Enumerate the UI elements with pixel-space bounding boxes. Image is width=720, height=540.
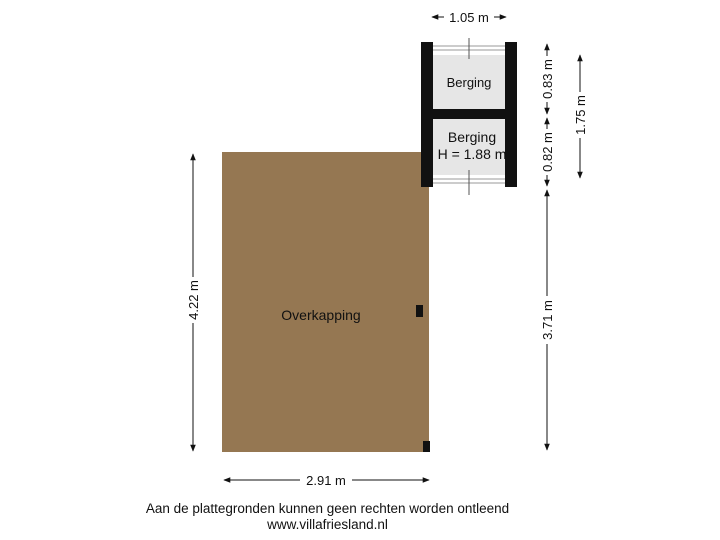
room-label-berging-top: Berging <box>447 75 492 90</box>
svg-text:0.83 m: 0.83 m <box>540 59 555 99</box>
berging-bottom-room <box>433 119 505 175</box>
dimension-berging-bottom-height: 0.82 m <box>539 117 555 187</box>
website-text: www.villafriesland.nl <box>267 517 388 532</box>
dimension-berging-top-height: 0.83 m <box>539 43 555 115</box>
post-marker <box>416 305 423 317</box>
dimension-berging-total-height: 1.75 m <box>572 54 588 179</box>
overkapping-area <box>222 152 429 452</box>
svg-text:1.75 m: 1.75 m <box>573 95 588 135</box>
room-height-label: H = 1.88 m <box>438 146 507 162</box>
room-label-berging-bottom: Berging <box>448 129 496 145</box>
post-marker <box>423 441 430 452</box>
disclaimer-text: Aan de plattegronden kunnen geen rechten… <box>145 501 510 516</box>
svg-text:2.91 m: 2.91 m <box>306 473 346 488</box>
svg-text:4.22 m: 4.22 m <box>186 280 201 320</box>
svg-text:0.82 m: 0.82 m <box>540 132 555 172</box>
dimension-overkapping-height: 4.22 m <box>185 153 201 452</box>
dimension-overkapping-width: 2.91 m <box>223 472 430 488</box>
berging-building <box>421 38 517 195</box>
svg-text:3.71 m: 3.71 m <box>540 300 555 340</box>
dimension-top-width: 1.05 m <box>431 9 507 25</box>
dimension-right-lower-height: 3.71 m <box>539 189 555 451</box>
room-label-overkapping: Overkapping <box>281 307 360 323</box>
svg-text:1.05 m: 1.05 m <box>449 10 489 25</box>
berging-top-room <box>433 55 505 109</box>
